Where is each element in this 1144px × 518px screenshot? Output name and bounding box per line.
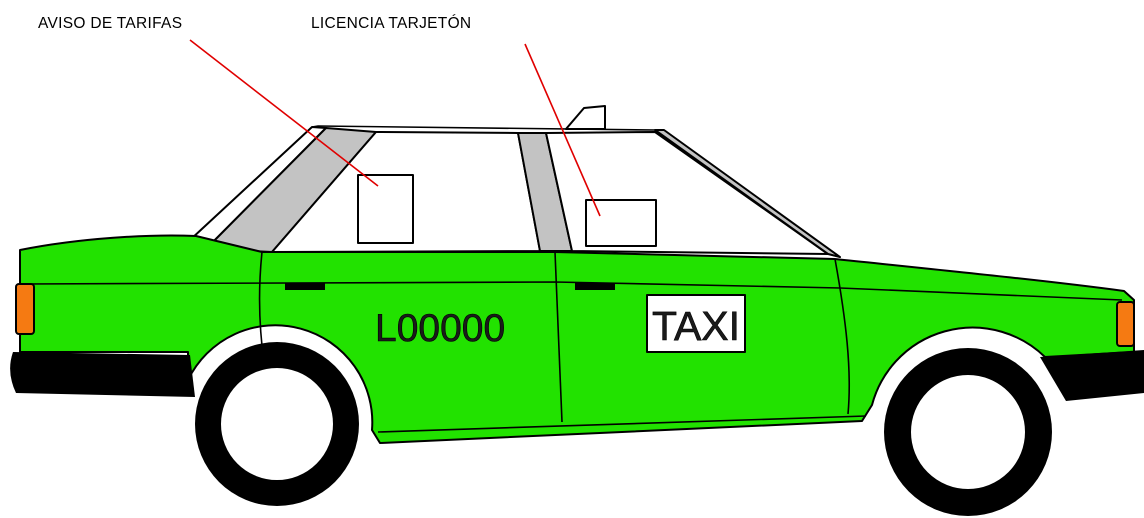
- plate-number: L00000: [375, 307, 505, 350]
- rear-door-handle: [285, 283, 325, 290]
- taxi-door-sign: [646, 294, 746, 353]
- a-pillar: [654, 129, 841, 258]
- rear-bumper: [10, 352, 196, 397]
- taxi-door-sign-label: TAXI: [652, 303, 740, 349]
- rear-hubcap: [219, 366, 335, 482]
- front-door-seam: [834, 258, 851, 415]
- callout-line-rate-notice: [189, 39, 379, 187]
- callout-line-license-card: [524, 43, 601, 217]
- callout-label-rate-notice: AVISO DE TARIFAS: [38, 15, 182, 32]
- front-head-light: [1116, 301, 1135, 347]
- front-hubcap: [909, 373, 1027, 491]
- license-card: [585, 199, 657, 247]
- rear-tail-light: [15, 283, 35, 335]
- front-door-handle: [575, 283, 615, 290]
- front-bumper: [1040, 350, 1144, 401]
- callout-label-license-card: LICENCIA TARJETÓN: [311, 15, 471, 32]
- rocker-line: [377, 415, 867, 433]
- rate-notice-card: [357, 174, 414, 244]
- center-door-seam: [554, 251, 563, 423]
- roof-taxi-light: [565, 105, 606, 130]
- roof-line: [311, 125, 656, 131]
